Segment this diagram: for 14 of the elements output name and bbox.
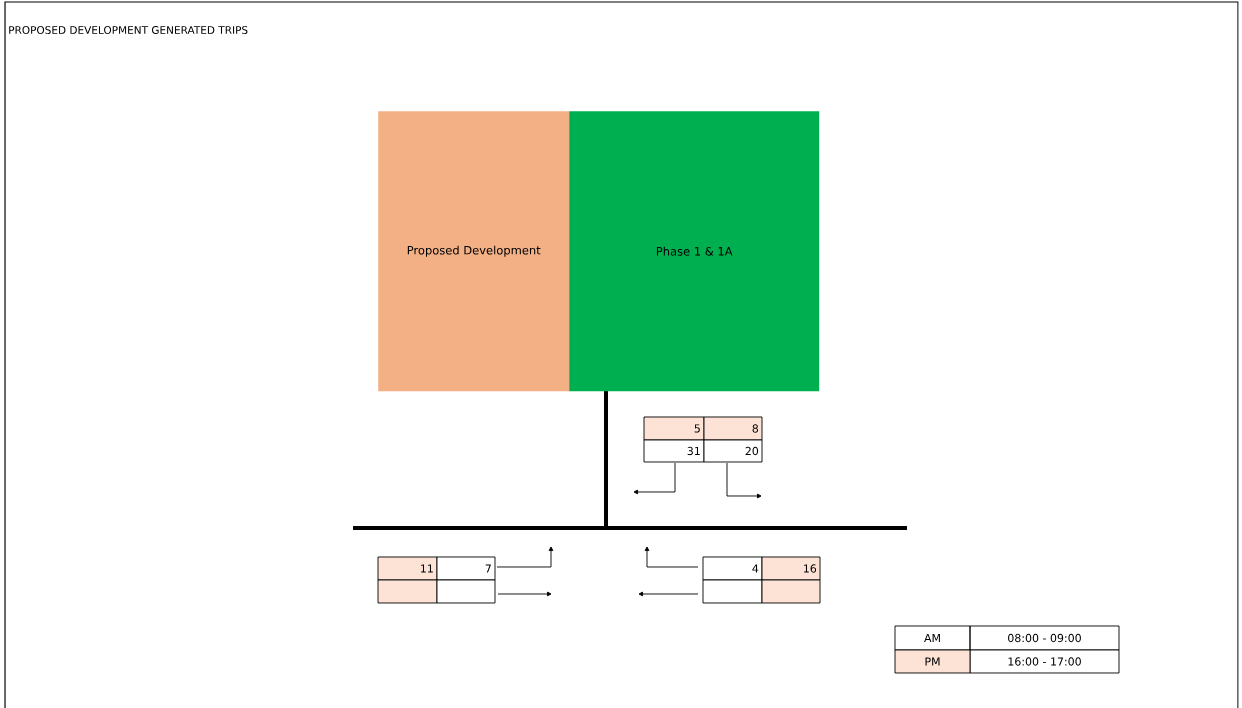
- site-block: Proposed Development: [378, 111, 570, 392]
- site-block: Phase 1 & 1A: [569, 111, 820, 392]
- table-cell: 4: [702, 556, 763, 581]
- table-cell: 5: [643, 416, 705, 441]
- table-cell: 16:00 - 17:00: [969, 649, 1120, 674]
- legend-cell: PM: [894, 649, 971, 674]
- table-cell: 20: [703, 439, 763, 463]
- table-cell: 16: [761, 556, 821, 581]
- table-cell: 11: [377, 556, 438, 581]
- table-cell: 31: [643, 439, 705, 463]
- title: PROPOSED DEVELOPMENT GENERATED TRIPS: [9, 26, 248, 34]
- table-cell: 7: [436, 556, 496, 581]
- table-cell: 08:00 - 09:00: [969, 625, 1120, 651]
- table-cell: 8: [703, 416, 763, 441]
